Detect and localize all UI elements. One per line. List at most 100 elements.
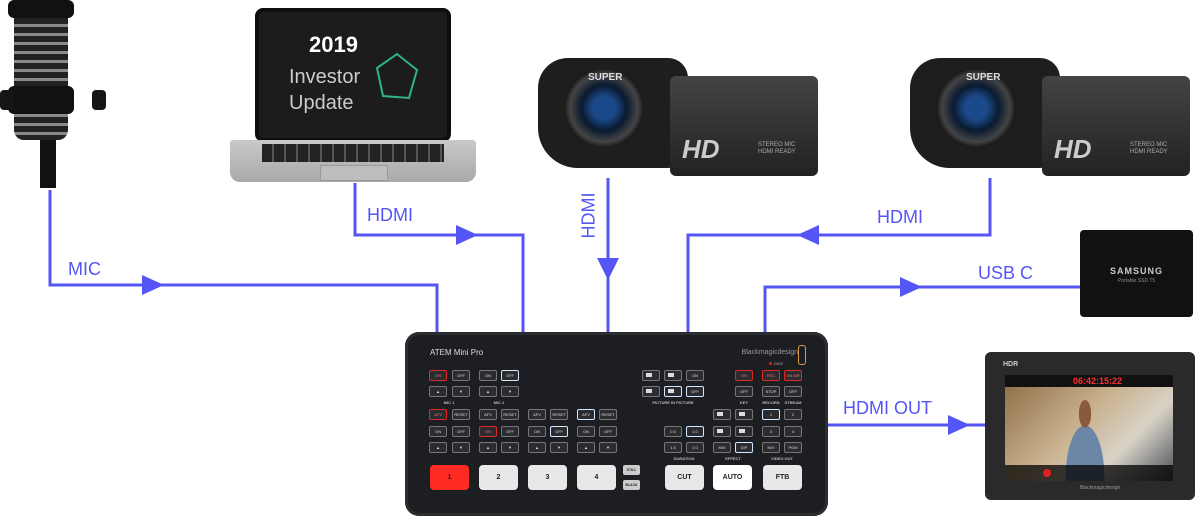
control-button[interactable]: ON xyxy=(429,370,447,381)
control-button[interactable]: ▲ xyxy=(577,442,595,453)
control-button[interactable]: ▲ xyxy=(479,442,497,453)
atem-brand: Blackmagicdesign xyxy=(741,349,798,356)
control-button[interactable]: ON xyxy=(528,426,546,437)
section-label: STREAM xyxy=(784,400,802,405)
control-button[interactable]: OFF xyxy=(452,426,470,437)
control-button[interactable]: ON xyxy=(735,370,753,381)
ssd-model: Portable SSD T5 xyxy=(1117,278,1156,284)
laptop-keyboard xyxy=(262,144,444,162)
mic-band xyxy=(8,86,74,114)
layout-icon xyxy=(646,389,652,393)
arrow-right-icon xyxy=(900,277,922,297)
control-button[interactable]: ▼ xyxy=(452,386,470,397)
camera-lens xyxy=(564,68,644,148)
control-button[interactable]: ▲ xyxy=(429,442,447,453)
mic-label: MIC xyxy=(68,259,101,279)
still-button[interactable]: STILL xyxy=(623,465,640,475)
camera-flip-screen: HD STEREO MIC HDMI READY xyxy=(1042,76,1190,176)
auto-button[interactable]: AUTO xyxy=(713,465,752,490)
video-monitor: HDR 06:42:15:22 Blackmagicdesign xyxy=(985,352,1195,500)
layout-icon xyxy=(717,429,723,433)
input-1-button[interactable]: 1 xyxy=(430,465,469,490)
layout-icon xyxy=(717,412,723,416)
control-button[interactable]: OFF xyxy=(501,426,519,437)
control-button[interactable]: ▼ xyxy=(452,442,470,453)
control-button[interactable]: OFF xyxy=(784,386,802,397)
black-button[interactable]: BLACK xyxy=(623,480,640,490)
arrow-down-icon xyxy=(597,258,619,280)
control-button[interactable]: ON xyxy=(686,370,704,381)
control-button[interactable]: ON xyxy=(429,426,447,437)
cut-button[interactable]: CUT xyxy=(665,465,704,490)
usb-label: USB C xyxy=(978,263,1034,283)
section-label: MIC 1 xyxy=(443,400,455,405)
control-button[interactable]: ▼ xyxy=(501,386,519,397)
layout-icon-button[interactable] xyxy=(642,386,660,397)
control-button[interactable]: OFF xyxy=(550,426,568,437)
monitor-timecode: 06:42:15:22 xyxy=(1073,376,1123,386)
input-2-button[interactable]: 2 xyxy=(479,465,518,490)
control-button[interactable]: ON xyxy=(479,370,497,381)
control-button[interactable]: 1 xyxy=(762,409,780,420)
camera-badge: SUPER xyxy=(588,72,623,83)
input-4-button[interactable]: 4 xyxy=(577,465,616,490)
control-button[interactable]: AFV xyxy=(528,409,546,420)
control-button[interactable]: ▲ xyxy=(479,386,497,397)
control-button[interactable]: 3 xyxy=(762,426,780,437)
control-button[interactable]: RESET xyxy=(501,409,519,420)
laptop-hdmi-label: HDMI xyxy=(367,205,413,225)
control-button[interactable]: ON AIR xyxy=(784,370,802,381)
control-button[interactable]: ▼ xyxy=(550,442,568,453)
atem-title: ATEM Mini Pro xyxy=(430,348,484,357)
control-button[interactable]: 1.5 xyxy=(664,442,682,453)
control-button[interactable]: RESET xyxy=(452,409,470,420)
ftb-button[interactable]: FTB xyxy=(763,465,802,490)
control-button[interactable]: AFV xyxy=(577,409,595,420)
control-button[interactable]: ▲ xyxy=(528,442,546,453)
control-button[interactable]: 4 xyxy=(784,426,802,437)
layout-icon-button[interactable] xyxy=(642,370,660,381)
control-button[interactable]: AFV xyxy=(479,409,497,420)
control-button[interactable]: 2.0 xyxy=(686,442,704,453)
control-button[interactable]: MIX xyxy=(713,442,731,453)
layout-icon-button[interactable] xyxy=(735,426,753,437)
control-button[interactable]: PGM xyxy=(784,442,802,453)
control-button[interactable]: OFF xyxy=(686,386,704,397)
control-button[interactable]: 2 xyxy=(784,409,802,420)
control-button[interactable]: 0.5 xyxy=(664,426,682,437)
laptop-hdmi-wire xyxy=(353,183,525,333)
layout-icon xyxy=(739,429,745,433)
layout-icon-button[interactable] xyxy=(713,409,731,420)
control-button[interactable]: STOP xyxy=(762,386,780,397)
mic-band xyxy=(8,0,74,18)
layout-icon-button[interactable] xyxy=(664,370,682,381)
control-button[interactable]: OFF xyxy=(735,386,753,397)
control-button[interactable]: 1.0 xyxy=(686,426,704,437)
control-button[interactable]: ▲ xyxy=(429,386,447,397)
control-button[interactable]: RESET xyxy=(550,409,568,420)
control-button[interactable]: DIP xyxy=(735,442,753,453)
camera-lens xyxy=(936,68,1016,148)
control-button[interactable]: OFF xyxy=(599,426,617,437)
control-button[interactable]: ▼ xyxy=(599,442,617,453)
mic-knob xyxy=(0,90,14,110)
control-button[interactable]: M/V xyxy=(762,442,780,453)
control-button[interactable]: RESET xyxy=(599,409,617,420)
section-label: PICTURE IN PICTURE xyxy=(652,400,694,405)
ssd-drive: SAMSUNG Portable SSD T5 xyxy=(1080,230,1193,317)
control-button[interactable]: OFF xyxy=(452,370,470,381)
control-button[interactable]: ▼ xyxy=(501,442,519,453)
section-label: EFFECT xyxy=(725,456,741,461)
control-button[interactable]: AFV xyxy=(429,409,447,420)
arrow-right-icon xyxy=(948,415,970,435)
section-label: RECORD xyxy=(762,400,780,405)
layout-icon-button[interactable] xyxy=(664,386,682,397)
layout-icon-button[interactable] xyxy=(713,426,731,437)
layout-icon-button[interactable] xyxy=(735,409,753,420)
control-button[interactable]: OFF xyxy=(501,370,519,381)
input-3-button[interactable]: 3 xyxy=(528,465,567,490)
control-button[interactable]: REC xyxy=(762,370,780,381)
control-button[interactable]: ON xyxy=(479,426,497,437)
camera1-hdmi-label: HDMI xyxy=(578,192,599,239)
control-button[interactable]: ON xyxy=(577,426,595,437)
